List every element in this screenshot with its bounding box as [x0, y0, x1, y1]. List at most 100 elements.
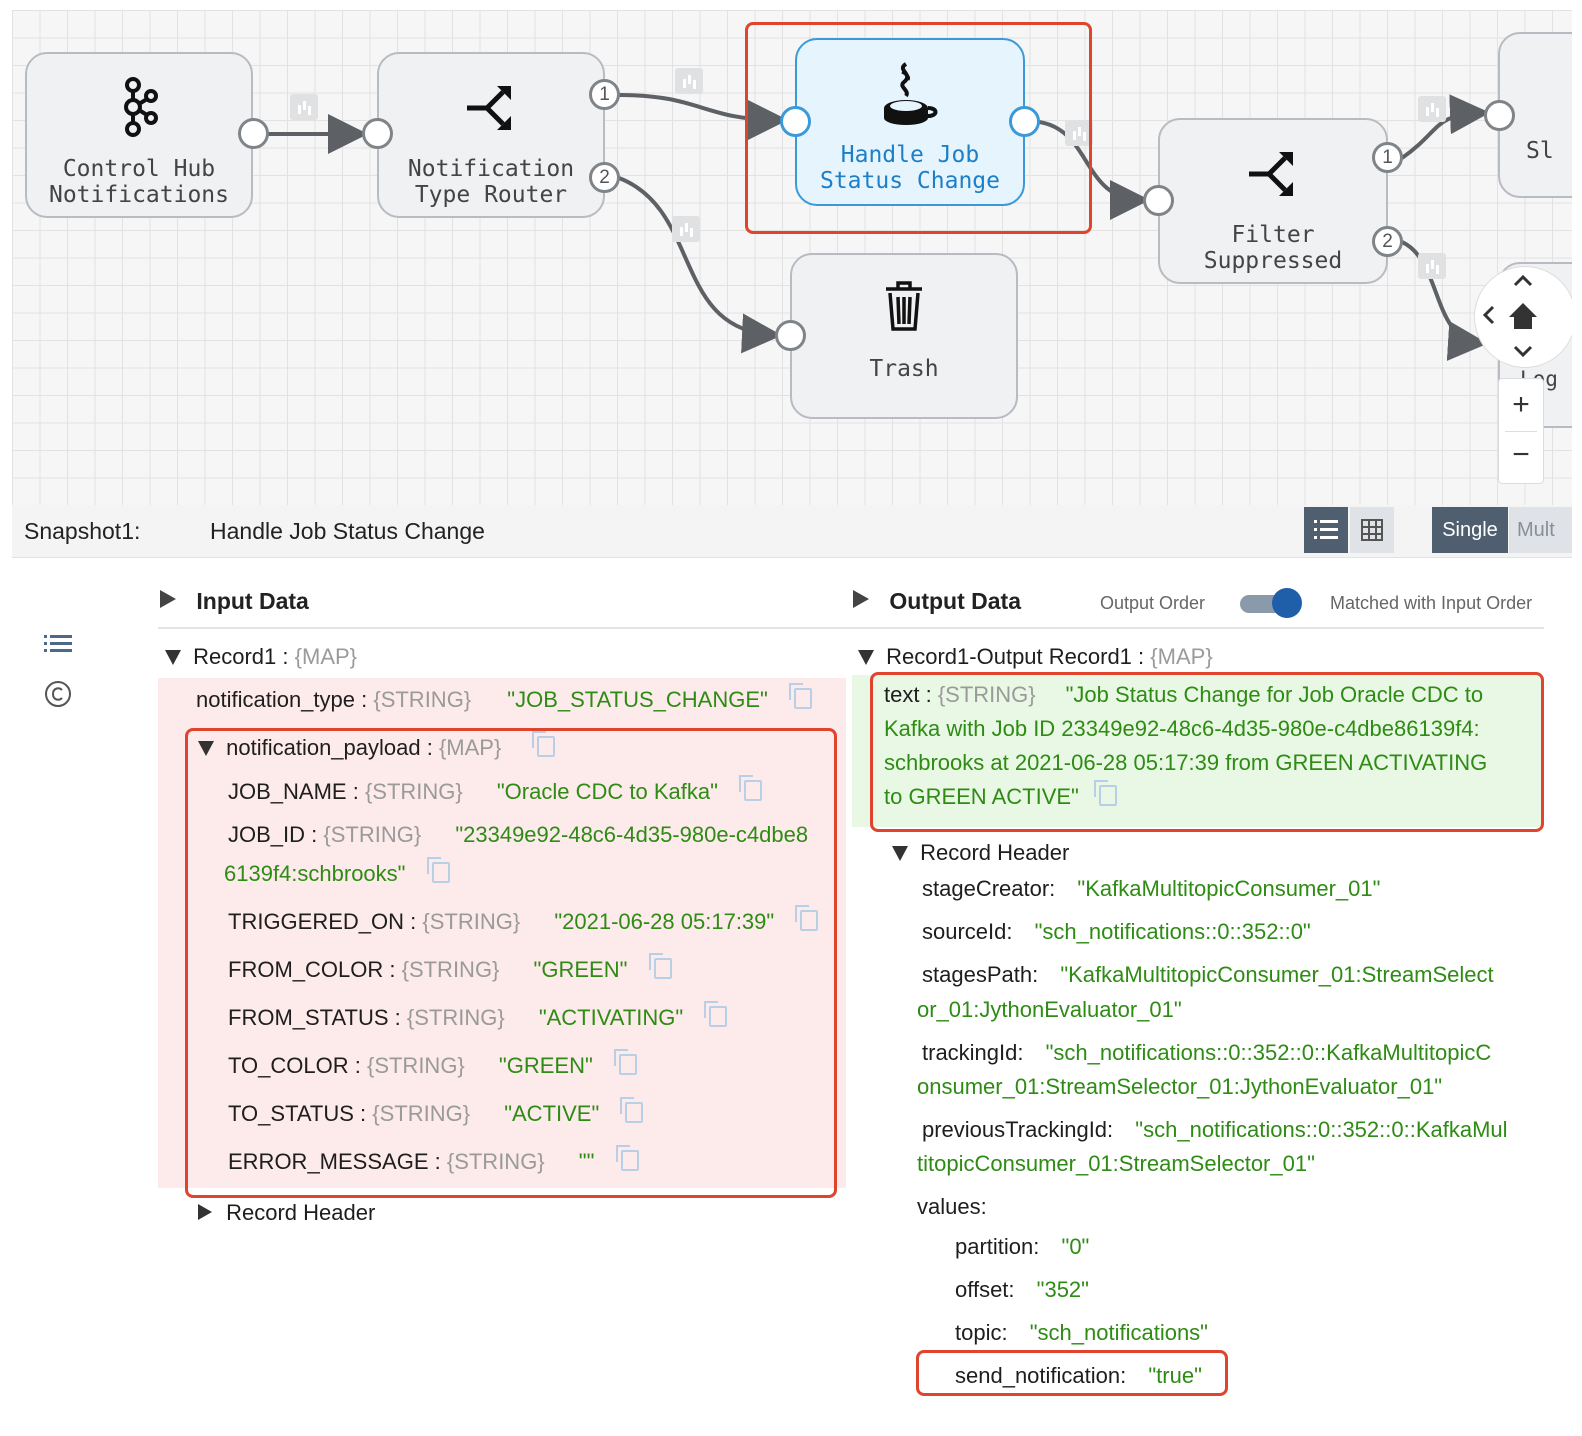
- expand-icon: [198, 1204, 212, 1220]
- field-row-output-text[interactable]: text : {STRING}"Job Status Change for Jo…: [884, 682, 1488, 809]
- copy-icon[interactable]: [613, 1049, 637, 1075]
- input-record-row[interactable]: Record1 : {MAP}: [165, 640, 357, 674]
- pipeline-links: [267, 93, 1490, 361]
- input-record-highlight: [158, 678, 846, 1188]
- copy-icon[interactable]: [620, 1097, 644, 1123]
- list-view-icon: [1314, 520, 1338, 539]
- grid-view-button[interactable]: [1350, 507, 1394, 553]
- node-filter-suppressed[interactable]: Filter Suppressed: [1158, 118, 1388, 284]
- link-filter-slack: [1400, 94, 1490, 160]
- field-row-to-color[interactable]: TO_COLOR : {STRING} "GREEN": [228, 1049, 637, 1083]
- output-port[interactable]: [238, 118, 269, 149]
- copy-icon[interactable]: [788, 683, 812, 709]
- output-port-2[interactable]: 2: [589, 162, 620, 193]
- pan-left-icon: [1482, 305, 1495, 325]
- stats-icon[interactable]: [290, 94, 318, 120]
- matched-order-label: Matched with Input Order: [1330, 593, 1533, 613]
- header-row-values: values:: [917, 1194, 987, 1219]
- input-port[interactable]: [1143, 185, 1174, 216]
- copy-icon[interactable]: [739, 775, 763, 801]
- collapse-icon: [892, 846, 908, 861]
- stats-icon[interactable]: [672, 216, 700, 242]
- field-row-from-status[interactable]: FROM_STATUS : {STRING} "ACTIVATING": [228, 1001, 728, 1035]
- copyright-icon[interactable]: [44, 680, 72, 713]
- field-row-triggered-on[interactable]: TRIGGERED_ON : {STRING} "2021-06-28 05:1…: [228, 905, 819, 939]
- single-button[interactable]: Single: [1432, 507, 1508, 553]
- copy-icon[interactable]: [615, 1145, 639, 1171]
- input-port[interactable]: [775, 320, 806, 351]
- output-order-label: Output Order: [1100, 593, 1206, 613]
- input-port[interactable]: [1484, 100, 1515, 131]
- pan-control[interactable]: [1474, 266, 1572, 368]
- zoom-in-icon[interactable]: +: [1512, 388, 1530, 421]
- node-label: Filter Suppressed: [1203, 222, 1343, 274]
- field-row-from-color[interactable]: FROM_COLOR : {STRING} "GREEN": [228, 953, 672, 987]
- field-row-notification-type[interactable]: notification_type : {STRING} "JOB_STATUS…: [196, 683, 812, 717]
- copy-icon[interactable]: [1093, 780, 1117, 806]
- input-port[interactable]: [362, 118, 393, 149]
- copy-icon[interactable]: [532, 731, 556, 757]
- copy-icon[interactable]: [795, 905, 819, 931]
- list-icon[interactable]: [44, 634, 72, 659]
- stats-icon[interactable]: [1065, 120, 1093, 146]
- header-row-stage-creator: stageCreator: "KafkaMultitopicConsumer_0…: [922, 876, 1381, 901]
- output-port-1[interactable]: 1: [589, 79, 620, 110]
- snapshot-bar: Snapshot1: Handle Job Status Change Sing…: [12, 505, 1572, 558]
- link-router-handle: [618, 93, 788, 140]
- field-row-job-id-cont: 6139f4:schbrooks": [224, 857, 450, 891]
- output-data-header[interactable]: Output Data: [853, 588, 1021, 615]
- link-filter-log: [1401, 240, 1488, 361]
- header-row-stages-path: stagesPath: "KafkaMultitopicConsumer_01:…: [922, 962, 1494, 987]
- pan-up-icon: [1513, 274, 1533, 287]
- node-notification-type-router[interactable]: Notification Type Router: [377, 52, 605, 218]
- output-port[interactable]: [1009, 106, 1040, 137]
- expand-icon: [160, 590, 176, 608]
- copy-icon[interactable]: [648, 953, 672, 979]
- node-control-hub-notifications[interactable]: Control Hub Notifications: [25, 52, 253, 218]
- input-port[interactable]: [780, 106, 811, 137]
- field-row-notification-payload[interactable]: notification_payload : {MAP}: [198, 731, 556, 765]
- stats-icon[interactable]: [675, 68, 703, 94]
- node-label: Handle Job Status Change: [819, 142, 1000, 194]
- output-port-2[interactable]: 2: [1372, 226, 1403, 257]
- collapse-icon: [198, 741, 214, 756]
- router-icon: [379, 76, 603, 138]
- link-router-trash: [618, 176, 782, 354]
- output-record-row[interactable]: Record1-Output Record1 : {MAP}: [858, 640, 1213, 674]
- copy-icon[interactable]: [704, 1001, 728, 1027]
- field-row-job-name[interactable]: JOB_NAME : {STRING} "Oracle CDC to Kafka…: [228, 775, 763, 809]
- header-row-tracking-id-cont: onsumer_01:StreamSelector_01:JythonEvalu…: [917, 1074, 1443, 1099]
- stats-icon[interactable]: [1418, 253, 1446, 279]
- link-handle-filter: [1038, 120, 1150, 220]
- field-row-to-status[interactable]: TO_STATUS : {STRING} "ACTIVE": [228, 1097, 644, 1131]
- output-order-toggle[interactable]: [1240, 588, 1302, 618]
- header-row-stages-path-cont: or_01:JythonEvaluator_01": [917, 997, 1182, 1022]
- snapshot-stage-name: Handle Job Status Change: [210, 518, 485, 544]
- output-record-header-row[interactable]: Record Header: [892, 836, 1069, 870]
- node-trash[interactable]: Trash: [790, 253, 1018, 419]
- header-row-previous-tracking-id-cont: titopicConsumer_01:StreamSelector_01": [917, 1151, 1315, 1176]
- copy-icon[interactable]: [426, 857, 450, 883]
- trash-icon: [792, 281, 1016, 343]
- zoom-control: + −: [1498, 378, 1544, 484]
- output-text-highlight: [852, 675, 1542, 827]
- node-handle-job-status-change[interactable]: Handle Job Status Change: [795, 38, 1025, 206]
- stats-icon[interactable]: [1418, 96, 1446, 122]
- pipeline-canvas[interactable]: Control Hub Notifications Notification T…: [12, 10, 1572, 506]
- zoom-out-icon[interactable]: −: [1512, 438, 1530, 471]
- input-data-header[interactable]: Input Data: [160, 588, 309, 615]
- home-icon: [1509, 303, 1537, 329]
- header-row-send-notification: send_notification: "true": [955, 1363, 1202, 1388]
- output-port-1[interactable]: 1: [1372, 142, 1403, 173]
- header-row-offset: offset: "352": [955, 1277, 1089, 1302]
- multi-button[interactable]: Mult: [1509, 507, 1572, 553]
- snapshot-name: Snapshot1:: [24, 518, 141, 544]
- field-row-error-message[interactable]: ERROR_MESSAGE : {STRING} "": [228, 1145, 639, 1179]
- pan-down-icon: [1513, 345, 1533, 358]
- jython-icon: [797, 62, 1023, 125]
- header-row-topic: topic: "sch_notifications": [955, 1320, 1208, 1345]
- field-row-job-id[interactable]: JOB_ID : {STRING} "23349e92-48c6-4d35-98…: [228, 822, 809, 847]
- input-record-header-row[interactable]: Record Header: [198, 1196, 375, 1230]
- list-view-button[interactable]: [1304, 507, 1348, 553]
- divider: [158, 627, 1544, 629]
